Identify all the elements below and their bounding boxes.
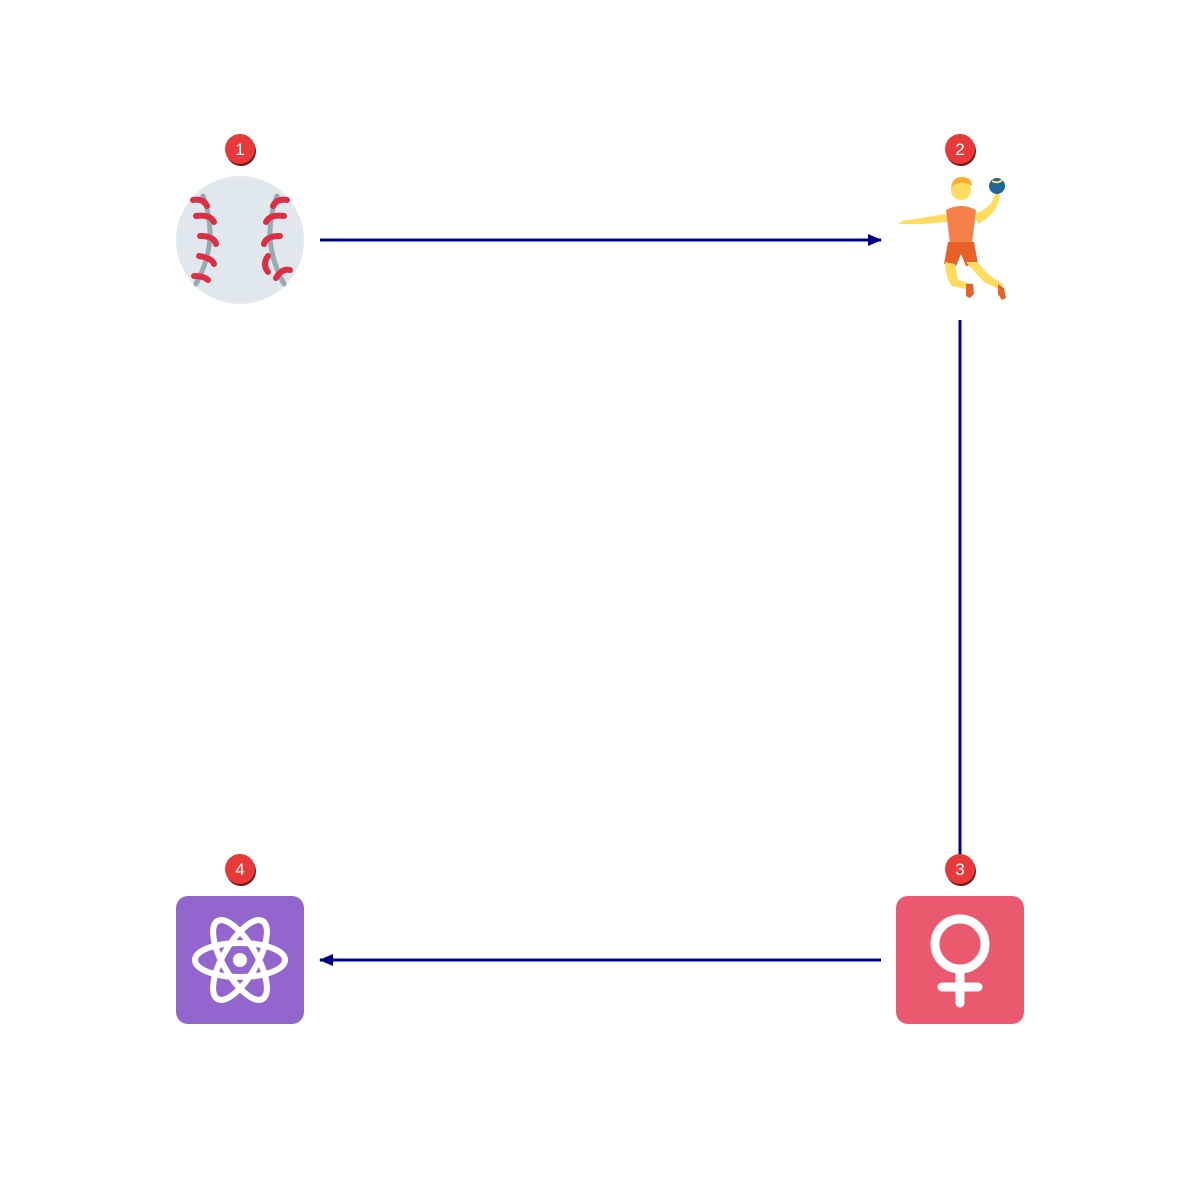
female-sign-icon — [896, 896, 1024, 1024]
baseball-icon — [176, 176, 304, 304]
badge-1: 1 — [225, 134, 256, 166]
atom-symbol-icon — [176, 896, 304, 1024]
badge-3-label: 3 — [955, 860, 964, 879]
node-2[interactable]: 2 — [899, 134, 1006, 300]
badge-4: 4 — [225, 854, 256, 886]
edges — [319, 234, 962, 966]
badge-4-label: 4 — [235, 860, 244, 879]
badge-3: 3 — [945, 854, 976, 886]
node-3[interactable]: 3 — [896, 854, 1024, 1024]
badge-1-label: 1 — [235, 140, 244, 159]
badge-2-label: 2 — [955, 140, 964, 159]
node-1[interactable]: 1 — [176, 134, 304, 304]
node-4[interactable]: 4 — [176, 854, 304, 1024]
person-playing-handball-icon — [899, 177, 1006, 300]
badge-2: 2 — [945, 134, 976, 166]
